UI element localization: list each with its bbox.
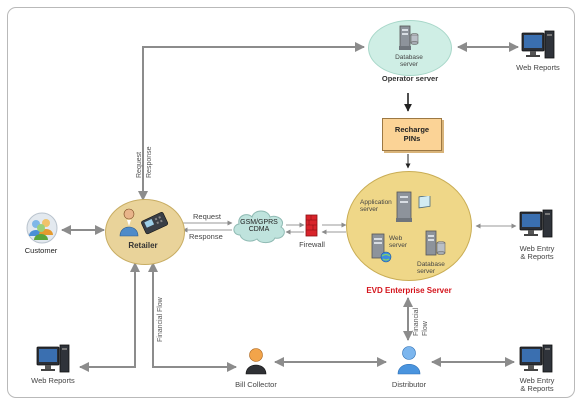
person-icon (245, 348, 267, 375)
distributor-label: Distributor (391, 380, 427, 389)
evd-application-label: Application server (360, 199, 392, 213)
server-icon (399, 25, 419, 50)
web-entry-mid-line2: & Reports (520, 251, 554, 261)
edge-response-label: Response (189, 232, 223, 241)
web-reports-bottom-label: Web Reports (31, 376, 75, 385)
retailer-ellipse (105, 199, 185, 265)
web-entry-bottom-line2: & Reports (520, 383, 554, 393)
web-reports-top-label: Web Reports (516, 63, 560, 72)
edge-financial-flow-right-label-2: Flow (422, 321, 429, 336)
web-entry-bottom-label: Web Entry & Reports (516, 377, 558, 393)
customer-label: Customer (24, 246, 58, 255)
edge-financial-flow-left (148, 262, 237, 372)
recharge-pins-line2: PINs (403, 133, 421, 143)
edge-request-vertical-label: Request (136, 151, 143, 178)
firewall-icon (305, 214, 318, 237)
operator-database-label: Database server (395, 54, 423, 68)
pc-monitor-icon (519, 209, 553, 238)
edge-financial-flow-left-label: Financial Flow (157, 297, 164, 342)
person-icon (397, 346, 421, 375)
recharge-pins-box: Recharge PINs (382, 118, 442, 151)
retailer-label: Retailer (128, 241, 158, 250)
database-server-icon (425, 230, 446, 256)
evd-database-label: Database server (417, 261, 445, 275)
edge-request-label: Request (193, 212, 221, 221)
web-server-icon (371, 233, 392, 263)
edge-response-vertical-label: Response (146, 146, 153, 178)
edge-operator-retailer (138, 42, 365, 201)
network-label: GSM/GPRS CDMA (232, 219, 286, 234)
pc-monitor-icon (519, 344, 553, 373)
web-entry-mid-line1: Web Entry (519, 244, 555, 253)
application-server-icon (396, 191, 412, 222)
web-entry-mid-label: Web Entry & Reports (516, 245, 558, 261)
customer-icon (26, 212, 58, 244)
network-cloud-icon (233, 210, 285, 244)
pc-monitor-icon (521, 30, 555, 59)
bill-collector-label: Bill Collector (235, 380, 277, 389)
web-entry-bottom-line1: Web Entry (519, 376, 555, 385)
edge-financial-flow-right-label-1: Financial (413, 307, 420, 336)
edge-retailer-webreports (79, 262, 140, 372)
firewall-label: Firewall (299, 240, 325, 249)
network-label-line2: CDMA (248, 226, 270, 234)
evd-web-label: Web server (389, 235, 408, 249)
recharge-pins-line1: Recharge (394, 124, 430, 134)
evd-server-ellipse (346, 171, 472, 281)
pc-monitor-icon (36, 344, 70, 373)
operator-server-title: Operator server (381, 74, 439, 83)
retailer-icon (119, 208, 169, 237)
monitor-icon (418, 196, 431, 209)
evd-server-title: EVD Enterprise Server (366, 286, 452, 295)
network-label-line1: GSM/GPRS (240, 219, 278, 226)
